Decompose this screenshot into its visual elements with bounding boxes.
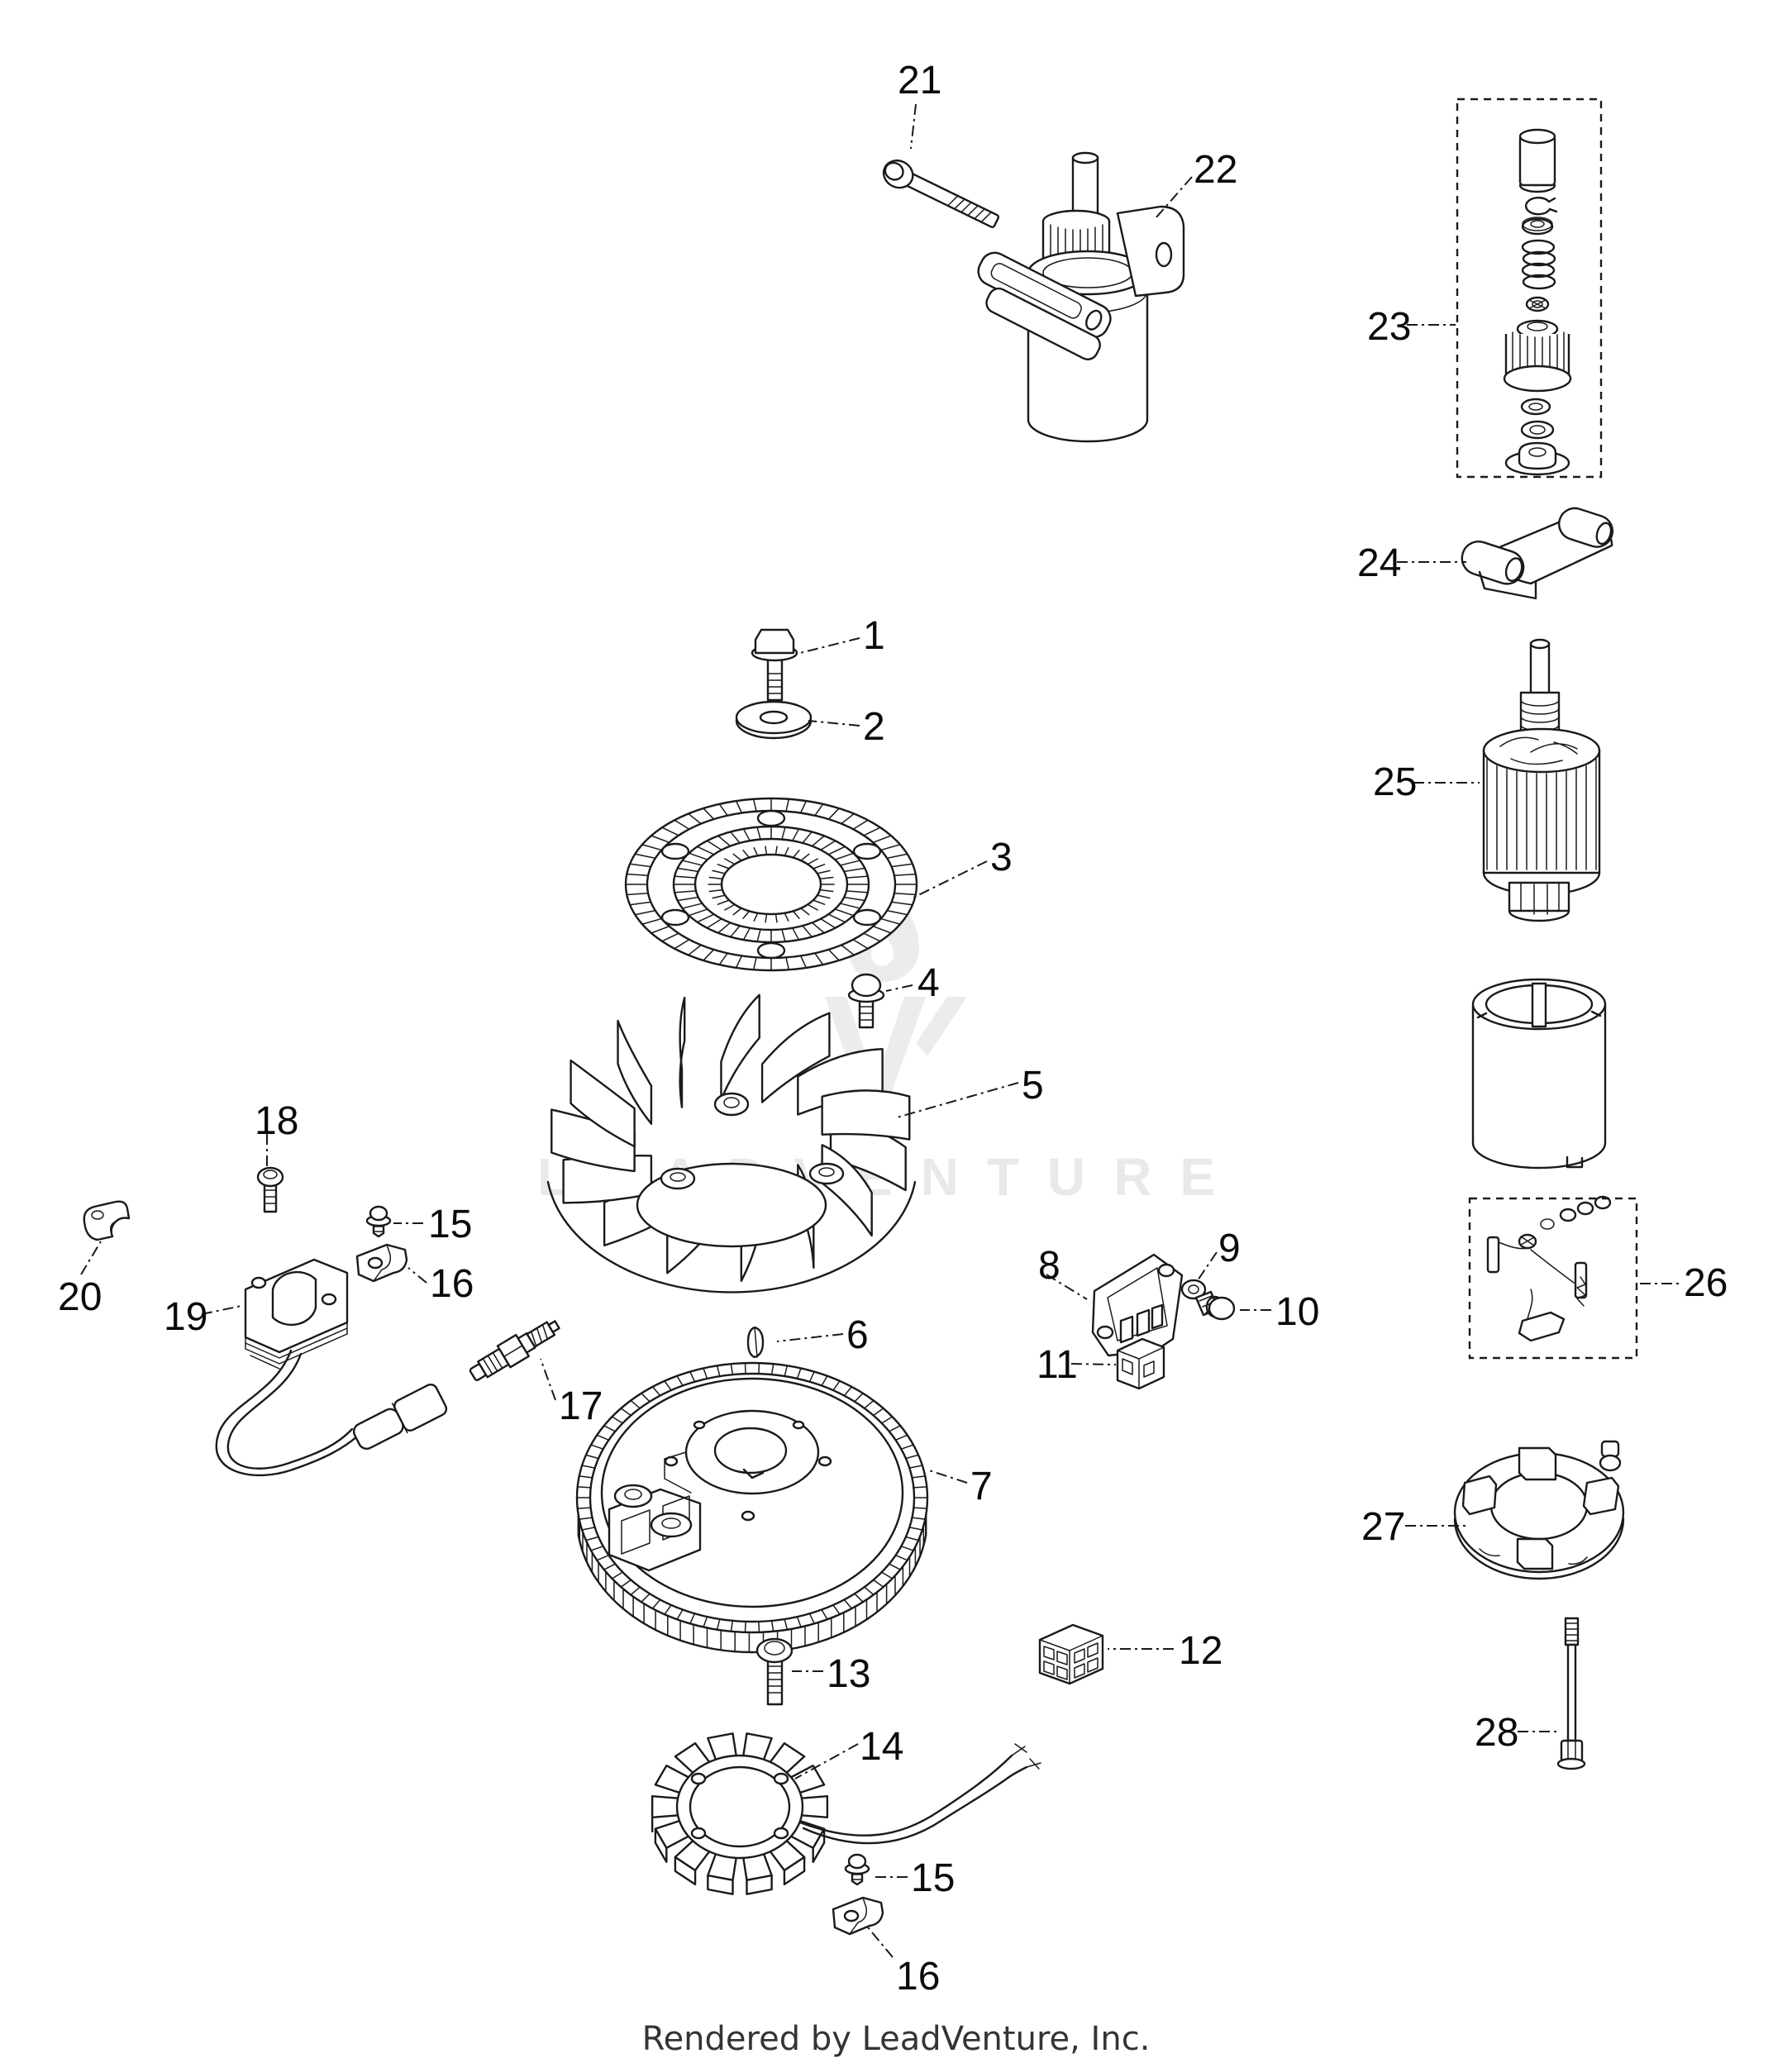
- callout-27: 27: [1361, 1505, 1406, 1549]
- part-13-bolt: [755, 1637, 794, 1706]
- callout-13: 13: [827, 1652, 871, 1696]
- callout-25: 25: [1373, 760, 1418, 804]
- callout-16-lower: 16: [896, 1955, 941, 1999]
- part-28-through-bolt: [1556, 1617, 1586, 1770]
- part-15-screw-lower: [844, 1853, 870, 1886]
- callout-2: 2: [863, 705, 885, 749]
- callout-11: 11: [1037, 1343, 1078, 1387]
- callout-16-left: 16: [430, 1262, 474, 1306]
- callout-23: 23: [1367, 305, 1412, 349]
- callout-7: 7: [970, 1465, 993, 1508]
- part-18-screw: [256, 1166, 284, 1213]
- part-4-screw: [847, 973, 885, 1029]
- part-16-clamp-left: [355, 1243, 408, 1283]
- part-14-stator: [651, 1732, 1041, 1895]
- callout-28: 28: [1475, 1711, 1519, 1755]
- callout-1: 1: [863, 614, 885, 658]
- part-8-rectifier-regulator: [1091, 1253, 1184, 1357]
- part-7-flywheel: [575, 1361, 929, 1654]
- part-11-connector: [1116, 1337, 1165, 1390]
- part-2-washer: [735, 700, 813, 740]
- part-25-armature: [1482, 638, 1601, 922]
- callout-24: 24: [1357, 541, 1402, 585]
- callout-5: 5: [1022, 1064, 1044, 1108]
- part-19-ignition-module: [215, 1258, 448, 1477]
- callout-17: 17: [559, 1384, 603, 1428]
- part-12-connector: [1038, 1623, 1104, 1685]
- part-6-key: [746, 1326, 765, 1359]
- callout-10: 10: [1275, 1290, 1320, 1334]
- part-17-spark-plug: [469, 1320, 560, 1381]
- part-16-clamp-lower: [832, 1896, 884, 1936]
- part-5-flywheel-fan: [546, 993, 917, 1294]
- callout-4: 4: [917, 961, 940, 1005]
- callout-8: 8: [1038, 1244, 1060, 1288]
- render-credit-caption: Rendered by LeadVenture, Inc.: [641, 2020, 1151, 2058]
- callout-20: 20: [58, 1275, 102, 1319]
- callout-3: 3: [990, 836, 1013, 879]
- callout-22: 22: [1194, 148, 1238, 192]
- callout-19: 19: [164, 1295, 208, 1339]
- part-26-brush-repair-kit: [1468, 1195, 1638, 1360]
- part-10-screw: [1194, 1290, 1236, 1321]
- part-1-flange-screw: [751, 628, 798, 702]
- part-22-starter-motor: [977, 151, 1185, 443]
- callout-15-lower: 15: [911, 1856, 956, 1900]
- callout-18: 18: [255, 1099, 299, 1143]
- part-21-long-bolt: [882, 160, 1000, 228]
- callout-26: 26: [1684, 1261, 1728, 1305]
- part-3-debris-screen: [624, 797, 918, 972]
- callout-6: 6: [846, 1313, 869, 1357]
- callout-21: 21: [898, 59, 942, 102]
- callout-9: 9: [1218, 1227, 1241, 1270]
- part-15-screw-left: [365, 1205, 392, 1238]
- part-24-mounting-bracket: [1461, 507, 1614, 600]
- part-27-end-cap: [1453, 1440, 1625, 1580]
- callout-leader-lines: [80, 103, 1680, 1958]
- callout-12: 12: [1179, 1629, 1223, 1673]
- part-starter-housing: [1471, 978, 1607, 1170]
- callout-15-left: 15: [428, 1203, 473, 1246]
- callout-14: 14: [860, 1725, 904, 1769]
- part-20-clip: [83, 1200, 131, 1241]
- part-9-washer: [1180, 1279, 1207, 1300]
- part-23-starter-drive-kit: [1456, 98, 1603, 479]
